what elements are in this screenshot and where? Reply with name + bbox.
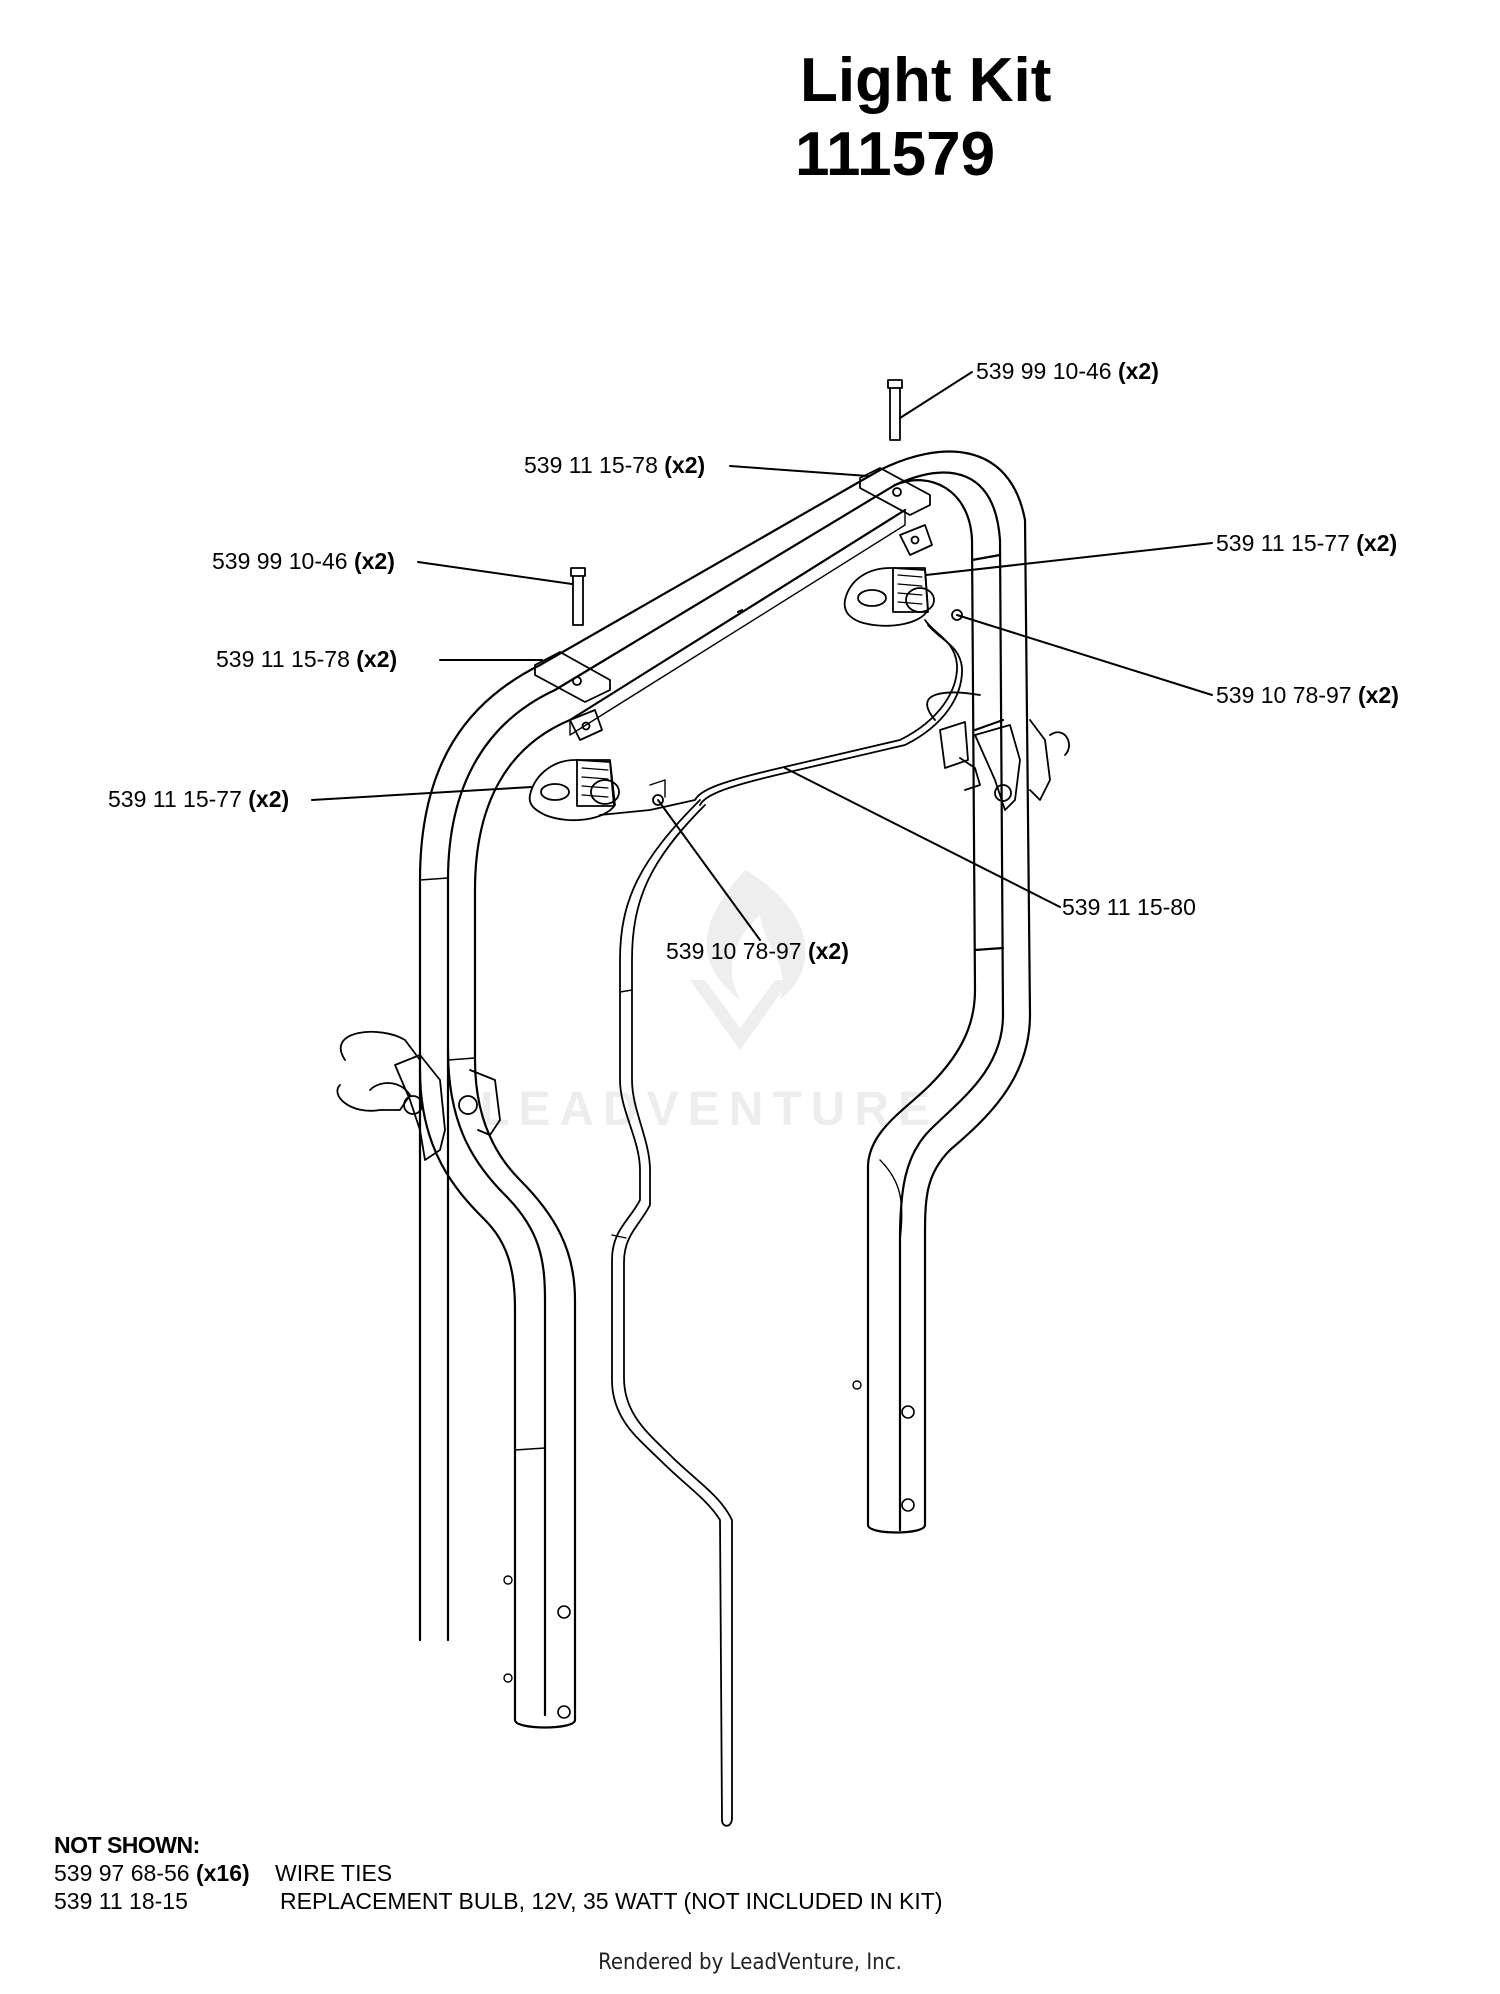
callout-part-number: 539 10 78-97 xyxy=(666,938,802,964)
callout-part-number: 539 11 15-77 xyxy=(108,786,242,812)
bracket-plate-left xyxy=(534,651,611,741)
not-shown-quantity: (x16) xyxy=(195,1860,250,1886)
hinge-assembly-left xyxy=(336,1030,501,1161)
hinge-assembly-right xyxy=(926,691,1070,811)
callout-lamp-left: 539 11 15-77 (x2) xyxy=(108,788,289,811)
not-shown-description: WIRE TIES xyxy=(275,1860,393,1886)
lamp-right xyxy=(843,567,963,627)
wire-harness xyxy=(599,619,963,1827)
diagram-title: Light Kit xyxy=(800,46,1052,115)
not-shown-item: 539 11 18-15 xyxy=(54,1890,188,1913)
callout-quantity: (x2) xyxy=(1356,530,1398,556)
callout-lamp-right: 539 11 15-77 (x2) xyxy=(1216,532,1397,555)
footer-credit: Rendered by LeadVenture, Inc. xyxy=(598,1950,902,1975)
callout-bracket-left: 539 11 15-78 (x2) xyxy=(216,648,397,671)
not-shown-part-number: 539 11 18-15 xyxy=(54,1888,188,1914)
callout-part-number: 539 99 10-46 xyxy=(976,358,1112,384)
callout-part-number: 539 11 15-80 xyxy=(1062,894,1196,920)
kit-number: 111579 xyxy=(795,120,996,189)
handle-tube-left xyxy=(418,663,577,1729)
callout-nut-right: 539 10 78-97 (x2) xyxy=(1216,684,1399,707)
callout-part-number: 539 11 15-77 xyxy=(1216,530,1350,556)
lamp-left xyxy=(528,759,666,822)
callout-quantity: (x2) xyxy=(1357,682,1399,708)
callout-bolt-left: 539 99 10-46 (x2) xyxy=(212,550,395,573)
callout-part-number: 539 11 15-78 xyxy=(216,646,350,672)
callout-quantity: (x2) xyxy=(1117,358,1159,384)
callout-bracket-top: 539 11 15-78 (x2) xyxy=(524,454,705,477)
callout-part-number: 539 11 15-78 xyxy=(524,452,658,478)
crossbar xyxy=(538,468,907,736)
bolt-left xyxy=(570,567,586,626)
callout-bolt-top: 539 99 10-46 (x2) xyxy=(976,360,1159,383)
callout-part-number: 539 10 78-97 xyxy=(1216,682,1352,708)
callout-quantity: (x2) xyxy=(248,786,290,812)
not-shown-item: 539 97 68-56 (x16) xyxy=(54,1862,250,1885)
bolt-top xyxy=(887,379,903,441)
callout-quantity: (x2) xyxy=(807,938,849,964)
bracket-plate-top xyxy=(859,467,933,556)
leader-lines xyxy=(311,371,1213,941)
callout-quantity: (x2) xyxy=(356,646,398,672)
not-shown-heading: NOT SHOWN: xyxy=(54,1832,200,1858)
not-shown-part-number: 539 97 68-56 xyxy=(54,1860,190,1886)
callout-quantity: (x2) xyxy=(353,548,395,574)
callout-nut-left: 539 10 78-97 (x2) xyxy=(666,940,849,963)
callout-wire-harness: 539 11 15-80 xyxy=(1062,896,1196,919)
callout-part-number: 539 99 10-46 xyxy=(212,548,348,574)
handle-tube-right xyxy=(852,450,1032,1534)
watermark-text: LEADVENTURE xyxy=(480,1083,940,1136)
callout-quantity: (x2) xyxy=(664,452,706,478)
not-shown-description: REPLACEMENT BULB, 12V, 35 WATT (NOT INCL… xyxy=(280,1888,943,1914)
